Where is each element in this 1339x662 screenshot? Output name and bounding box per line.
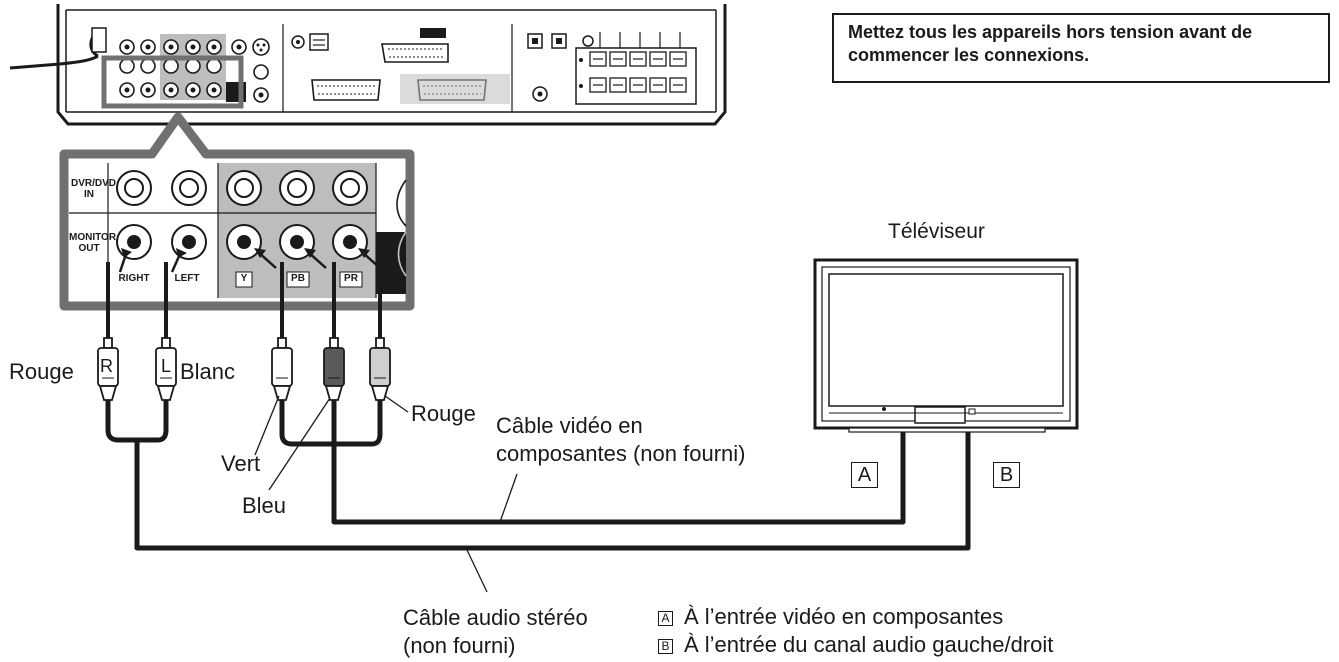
y-label: Y [240,273,248,284]
plug-l-letter: L [161,356,172,376]
receiver-back-panel [9,4,727,126]
blanc-label: Blanc [180,359,236,384]
plug-r-letter: R [100,356,113,376]
dvr-dvd-in-label: DVR/DVD IN [71,178,117,200]
warning-box: Mettez tous les appareils hors tension a… [832,13,1330,83]
legend-b-text: À l’entrée du canal audio gauche/droit [684,632,1054,657]
pb-label: PB [291,273,305,284]
left-channel-label: LEFT [174,273,200,284]
rca-plugs [97,337,391,401]
bleu-label: Bleu [242,493,287,518]
cables [105,398,971,551]
vert-label: Vert [221,451,261,476]
legend-b-key: B [658,639,673,654]
connector-b-letter: B [999,464,1014,486]
connector-a-letter: A [857,464,872,486]
legend-a-text: À l’entrée vidéo en composantes [684,604,1004,629]
tv-illustration [813,258,1079,433]
monitor-out-label: MONITOR OUT [69,232,117,254]
right-channel-label: RIGHT [118,273,150,284]
plug-wires [106,262,382,338]
component-cable-label-line2: composantes (non fourni) [496,441,746,466]
connector-b-box: B [993,462,1020,488]
pr-label: PR [344,273,358,284]
component-cable-label-line1: Câble vidéo en [496,413,643,438]
zoom-callout [59,112,415,311]
audio-cable-label-line2: (non fourni) [403,633,516,658]
warning-text: Mettez tous les appareils hors tension a… [848,22,1253,66]
leader-lines [254,395,518,593]
rouge-left-label: Rouge [9,359,74,384]
audio-cable-label-line1: Câble audio stéréo [403,605,588,630]
legend-a-key: A [658,611,673,626]
rouge-right-label: Rouge [411,401,476,426]
tv-label: Téléviseur [888,220,985,243]
connector-a-box: A [851,462,878,488]
